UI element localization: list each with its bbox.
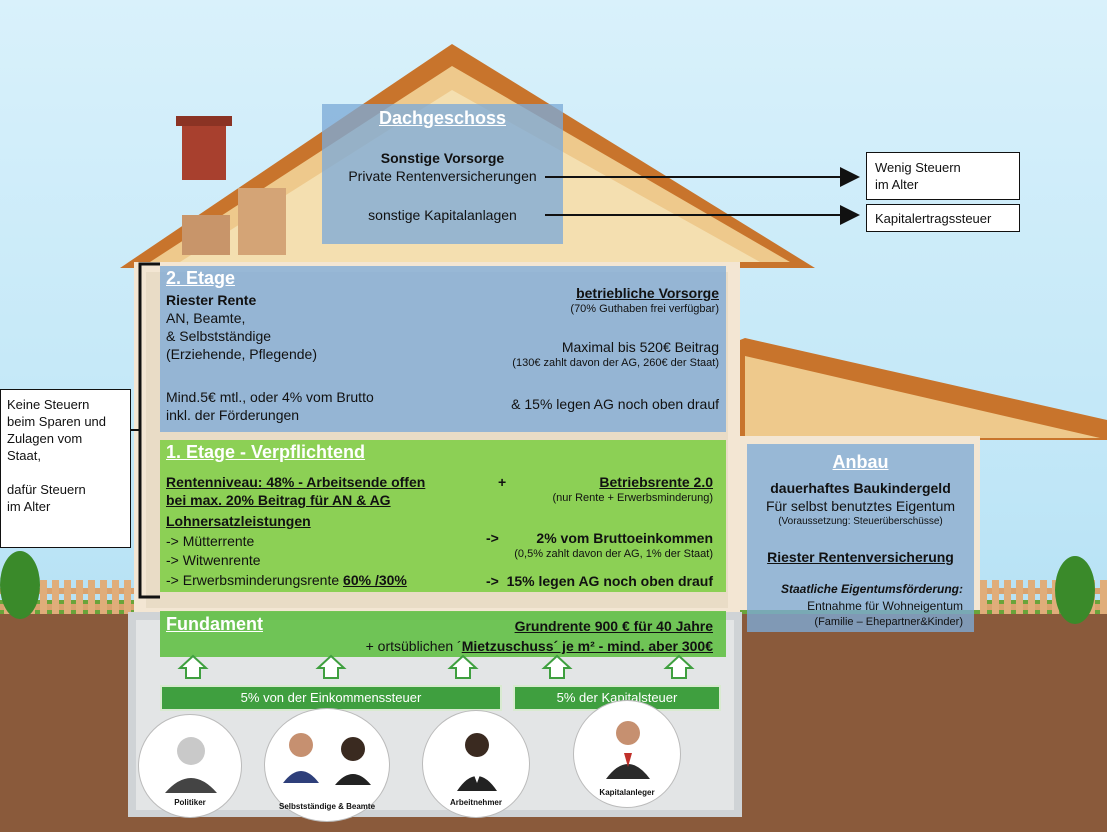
floor1-arrow-a: -> xyxy=(486,530,499,546)
floor1-title: 1. Etage - Verpflichtend xyxy=(166,442,366,462)
floor1-arrow-b: -> xyxy=(486,573,499,589)
annex-title: Anbau xyxy=(832,452,889,472)
floor1-line-6-pct: 60% /30% xyxy=(343,572,407,588)
roof-private-pension: Private Rentenversicherungen xyxy=(348,168,537,184)
person-selbststaendige: Selbstständige & Beamte xyxy=(264,708,390,822)
floor1-line-2: bei max. 20% Beitrag für AN & AG xyxy=(166,492,391,508)
person-label: Kapitalanleger xyxy=(599,788,655,797)
floor1-br: Betriebsrente 2.0 xyxy=(599,474,713,490)
annex-line-1: dauerhaftes Baukindergeld xyxy=(770,480,951,496)
person-icon xyxy=(606,721,650,779)
floor1-panel xyxy=(160,440,726,592)
bar-income-tax: 5% von der Einkommenssteuer xyxy=(160,685,502,711)
people-icon xyxy=(283,733,371,785)
floor1-line-6: -> Erwerbsminderungsrente 60% /30% xyxy=(166,571,407,589)
floor1-line-1: Rentenniveau: 48% - Arbeitsende offen xyxy=(166,474,426,490)
floor1-plus: + xyxy=(498,474,507,490)
person-kapitalanleger: Kapitalanleger xyxy=(573,700,681,808)
person-label: Selbstständige & Beamte xyxy=(278,802,376,811)
annex-line-6: Entnahme für Wohneigentum xyxy=(807,599,963,613)
person-arbeitnehmer: Arbeitnehmer xyxy=(422,710,530,818)
annex-line-5: Staatliche Eigentumsförderung: xyxy=(780,582,963,596)
floor1-line-4: -> Mütterrente xyxy=(166,533,255,549)
foundation-line-1: Grundrente 900 € für 40 Jahre xyxy=(514,618,713,634)
floor2-employer-bonus: & 15% legen AG noch oben drauf xyxy=(511,396,719,412)
foundation-title: Fundament xyxy=(166,614,263,634)
roof-panel xyxy=(322,104,563,244)
roof-heading: Sonstige Vorsorge xyxy=(380,150,505,166)
floor2-min-2: inkl. der Förderungen xyxy=(166,407,300,423)
person-politiker: Politiker xyxy=(138,714,242,818)
foundation-line-2-text: + ortsüblichen ´ xyxy=(365,638,462,654)
person-icon xyxy=(457,733,497,791)
left-note: Keine Steuern beim Sparen und Zulagen vo… xyxy=(0,389,131,548)
person-icon xyxy=(165,737,217,793)
roof-title: Dachgeschoss xyxy=(378,108,507,128)
person-label: Politiker xyxy=(174,798,206,807)
floor1-employer-bonus: 15% legen AG noch oben drauf xyxy=(506,573,713,589)
annex-line-2: Für selbst benutztes Eigentum xyxy=(765,498,956,514)
floor1-br-note: (nur Rente + Erwerbsminderung) xyxy=(552,492,714,504)
person-label: Arbeitnehmer xyxy=(449,798,502,807)
floor2-riester: Riester Rente xyxy=(166,292,257,308)
floor2-who-3: (Erziehende, Pflegende) xyxy=(166,346,317,362)
floor1-line-5: -> Witwenrente xyxy=(166,552,261,568)
annex-line-3: (Voraussetzung: Steuerüberschüsse) xyxy=(778,516,943,527)
floor2-bav: betriebliche Vorsorge xyxy=(576,285,719,301)
floor2-who-1: AN, Beamte, xyxy=(166,310,246,326)
floor2-max: Maximal bis 520€ Beitrag xyxy=(561,339,719,355)
floor2-bav-note: (70% Guthaben frei verfügbar) xyxy=(570,303,719,315)
box-low-tax: Wenig Steuern im Alter xyxy=(866,152,1020,200)
floor2-title: 2. Etage xyxy=(166,268,236,288)
annex-panel xyxy=(747,444,974,632)
floor2-who-2: & Selbstständige xyxy=(166,328,272,344)
roof-capital-investments: sonstige Kapitalanlagen xyxy=(368,207,517,223)
foundation-line-2-rent: Mietzuschuss´ je m² - mind. aber 300€ xyxy=(461,638,713,654)
floor2-min-1: Mind.5€ mtl., oder 4% vom Brutto xyxy=(166,389,374,405)
floor1-line-6-text: -> Erwerbsminderungsrente xyxy=(166,572,344,588)
floor1-line-3: Lohnersatzleistungen xyxy=(166,513,311,529)
floor1-pct: 2% vom Bruttoeinkommen xyxy=(536,530,713,546)
floor1-pct-note: (0,5% zahlt davon der AG, 1% der Staat) xyxy=(514,548,713,560)
foundation-line-2: + ortsüblichen ´Mietzuschuss´ je m² - mi… xyxy=(366,637,713,655)
foundation-panel xyxy=(160,611,726,657)
annex-line-4: Riester Rentenversicherung xyxy=(767,549,954,565)
floor2-max-note: (130€ zahlt davon der AG, 260€ der Staat… xyxy=(512,357,719,369)
floor2-panel xyxy=(160,266,726,432)
box-capital-gains-tax: Kapitalertragssteuer xyxy=(866,204,1020,232)
annex-line-7: (Familie – Ehepartner&Kinder) xyxy=(814,616,963,628)
